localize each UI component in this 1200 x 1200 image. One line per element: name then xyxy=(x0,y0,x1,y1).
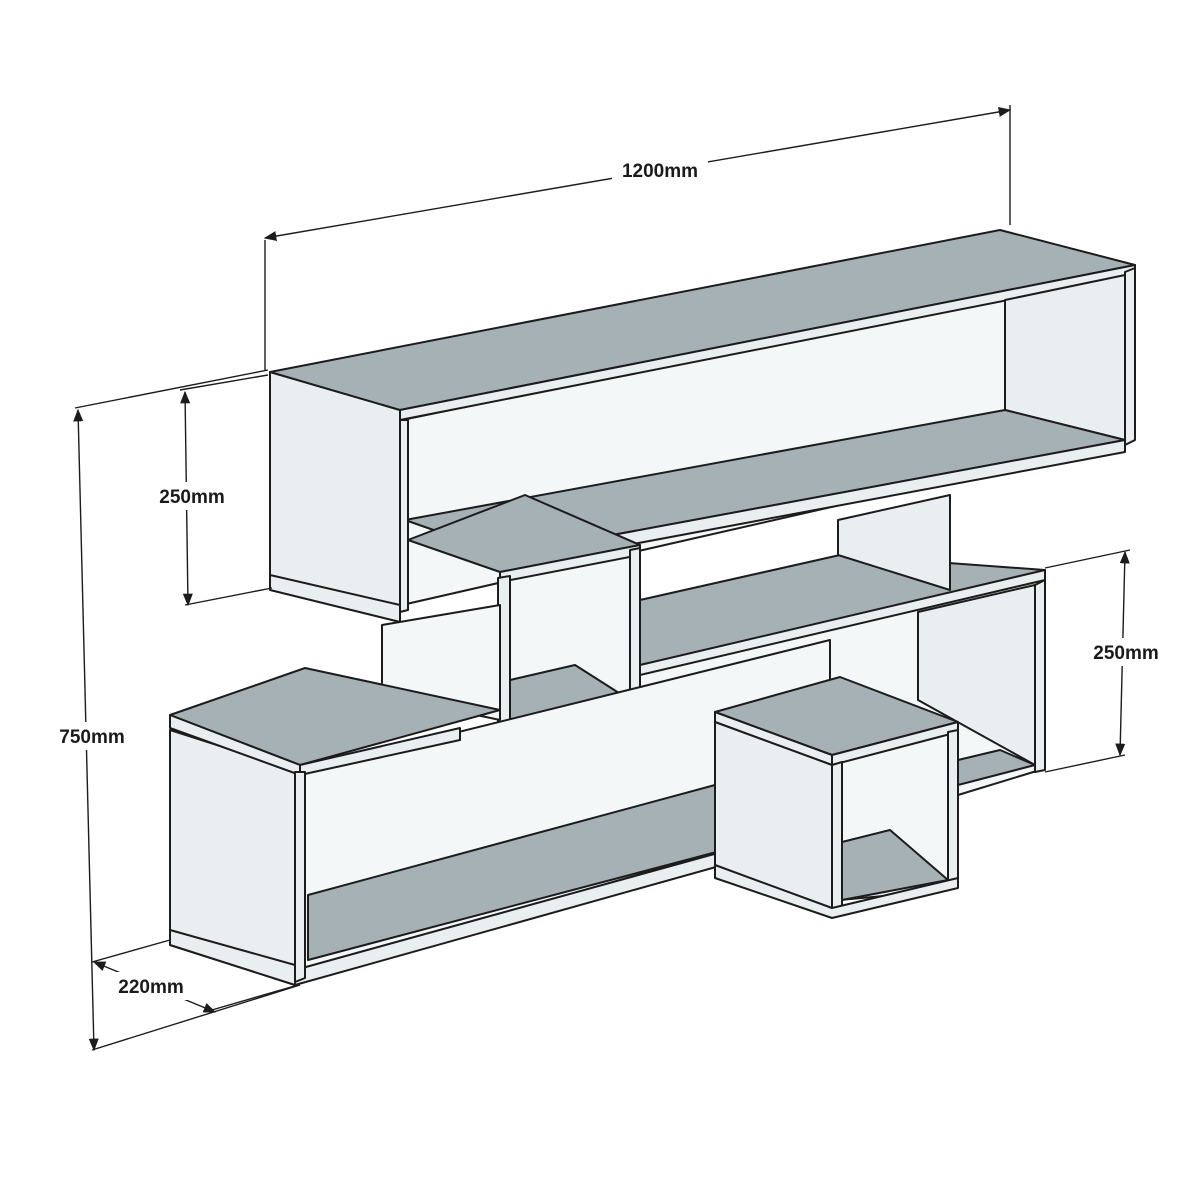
width-label: 1200mm xyxy=(622,161,698,182)
dimension-height: 750mm xyxy=(48,369,301,1052)
lower-shelf-left-inner xyxy=(294,771,306,983)
upper-long-shelf xyxy=(269,229,1136,623)
dimension-depth: 220mm xyxy=(91,939,299,1013)
depth-label: 220mm xyxy=(118,977,184,998)
lower-unit-height-label: 250mm xyxy=(1093,643,1159,664)
upper-shelf-right-end xyxy=(1124,267,1136,446)
upper-shelf-left-inner xyxy=(399,419,409,613)
height-label: 750mm xyxy=(59,727,125,748)
width-label-bg xyxy=(612,155,708,183)
middle-shelf-right-end xyxy=(1034,579,1046,773)
dimension-width: 1200mm xyxy=(263,105,1012,370)
dimension-lower-unit-height: 250mm xyxy=(1044,549,1172,773)
lower-small-cube xyxy=(714,676,959,919)
lower-unit-label-bg xyxy=(1082,638,1172,666)
lower-long-shelf xyxy=(169,639,831,986)
lower-cube-left-side xyxy=(831,761,843,916)
height-label-bg xyxy=(48,722,138,750)
upper-unit-label-bg xyxy=(148,482,238,510)
upper-unit-height-label: 250mm xyxy=(159,487,225,508)
lower-cube-right-side xyxy=(947,729,959,889)
middle-shelf-support xyxy=(837,494,951,591)
lower-cube-bottom-edge xyxy=(714,864,959,919)
depth-label-bg xyxy=(106,972,196,1000)
dimension-upper-unit-height: 250mm xyxy=(148,374,273,607)
